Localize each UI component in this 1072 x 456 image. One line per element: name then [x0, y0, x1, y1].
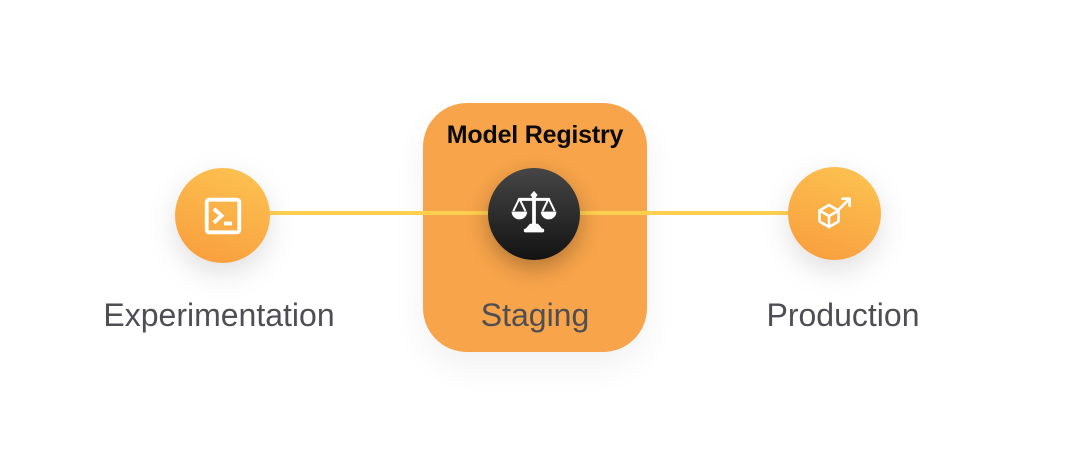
- registry-badge: [488, 168, 580, 260]
- cube-arrow-icon: [817, 196, 851, 228]
- production-node: [788, 167, 881, 260]
- stage-label-staging: Staging: [480, 297, 590, 333]
- scales-icon: [511, 190, 557, 233]
- experimentation-node: [175, 168, 270, 263]
- model-registry-card: Model Registry: [423, 103, 647, 352]
- stage-label-production: Production: [766, 297, 920, 333]
- terminal-icon: [204, 197, 241, 234]
- stage-label-experimentation: Experimentation: [103, 297, 335, 333]
- model-registry-title: Model Registry: [446, 121, 624, 149]
